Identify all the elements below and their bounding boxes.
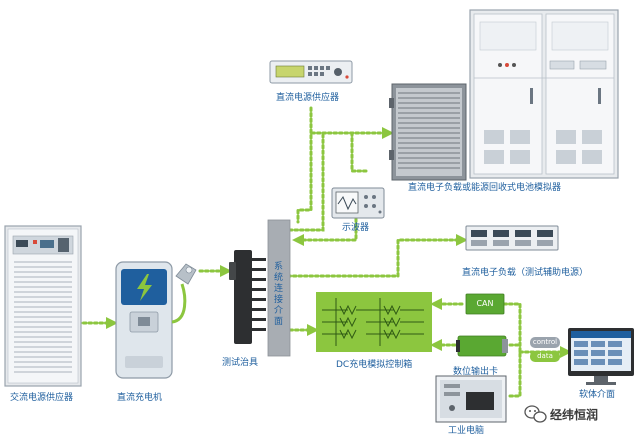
battery-simulator-cabinet [469, 9, 619, 179]
data-label: data [537, 352, 553, 360]
label-dc-charger: 直流充电机 [117, 393, 163, 403]
system-connection-interface-bar [267, 219, 291, 357]
dc-power-supply [269, 60, 353, 84]
label-system-connection-interface: 系统连接介面 [273, 262, 283, 327]
label-digital-output-card: 数位输出卡 [453, 367, 499, 377]
label-industrial-pc: 工业电脑 [448, 426, 485, 436]
can-label: CAN [476, 299, 494, 308]
label-test-fixture: 测试治具 [222, 358, 259, 368]
aux-dc-electronic-load [465, 225, 559, 251]
dc-charger [115, 261, 197, 379]
industrial-pc [435, 375, 507, 423]
digital-output-card [456, 335, 508, 357]
label-oscilloscope: 示波器 [342, 223, 370, 233]
test-fixture [229, 250, 266, 344]
label-ac-power-supply: 交流电源供应器 [10, 393, 74, 403]
oscilloscope [331, 187, 385, 219]
label-software-interface: 软体介面 [579, 390, 616, 400]
lightning-bolt-icon [137, 274, 152, 301]
wechat-icon [524, 405, 547, 423]
control-tag [530, 337, 560, 348]
label-dc-charging-control-box: DC充电模拟控制箱 [336, 360, 413, 370]
ac-power-supply-cabinet [4, 225, 82, 387]
label-dc-power-supply: 直流电源供应器 [276, 93, 340, 103]
dc-electronic-load-stack [389, 83, 467, 181]
dc-charging-control-box [316, 292, 432, 352]
watermark-text: 经纬恒润 [550, 408, 599, 422]
label-dc-load-battery-sim: 直流电子负载或能源回收式电池模拟器 [408, 183, 562, 193]
software-interface-monitor [568, 328, 634, 385]
label-dc-load-aux: 直流电子负载（测试辅助电源） [462, 268, 589, 278]
data-tag [530, 351, 560, 362]
can-block [465, 293, 505, 315]
control-label: control [532, 338, 558, 346]
